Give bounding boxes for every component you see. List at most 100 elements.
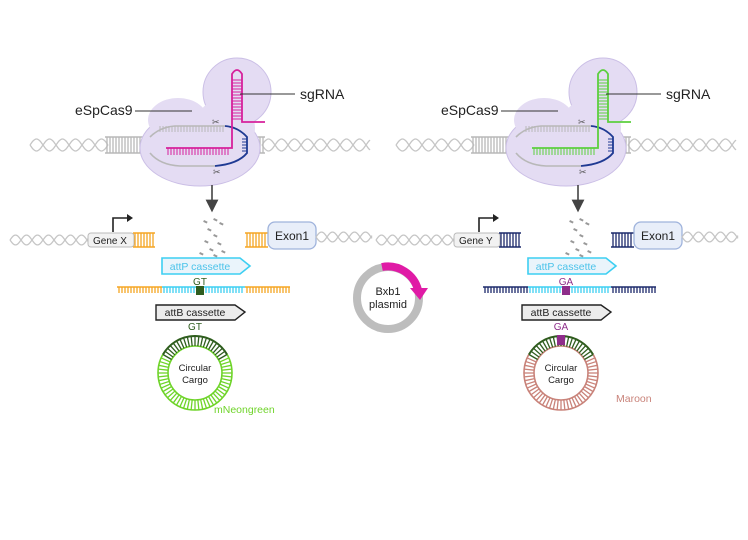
cargo-base-pair — [541, 340, 549, 350]
cargo-base-pair — [587, 364, 598, 369]
attb-cassette-arrow — [521, 304, 613, 321]
cut-end-right — [611, 232, 634, 248]
cargo-base-pair — [172, 394, 180, 404]
cargo-base-pair — [158, 375, 169, 378]
excised-fragment — [213, 234, 218, 238]
cargo-base-pair — [202, 337, 208, 348]
cargo-base-pair — [186, 399, 191, 410]
attp-flank-left — [117, 286, 162, 293]
scissors-icon: ✂ — [579, 167, 587, 177]
cargo-base-pair — [220, 360, 231, 366]
cas9-label: eSpCas9 — [441, 102, 499, 118]
excised-fragment — [199, 252, 204, 256]
dna-helix-strand — [261, 138, 371, 152]
bxb1-plasmid: Bxb1 plasmid — [353, 262, 428, 333]
cargo-base-pair — [221, 377, 232, 382]
excised-fragment — [213, 254, 218, 258]
cargo-base-pair — [528, 353, 538, 361]
cargo-base-pair — [524, 368, 535, 371]
scissors-icon: ✂ — [213, 167, 221, 177]
cargo-base-pair — [548, 398, 554, 409]
cargo-base-pair — [158, 377, 169, 382]
cargo-base-pair — [182, 398, 188, 409]
cargo-base-pair — [175, 396, 183, 406]
cargo-base-pair — [167, 390, 176, 399]
excised-fragment — [575, 248, 580, 252]
scissors-icon: ✂ — [212, 117, 220, 127]
cargo-base-pair — [563, 399, 566, 410]
cargo-attb-arc — [162, 335, 228, 356]
attp-label: attP cassette — [536, 261, 597, 273]
cut-end-left — [133, 232, 155, 248]
cargo-base-pair — [578, 392, 587, 401]
plasmid-arrowhead-icon — [410, 288, 428, 300]
central-dinucleotide-mark — [196, 286, 204, 295]
cargo-base-pair — [162, 385, 172, 393]
gene-box — [87, 232, 135, 248]
promoter-arrow-icon — [112, 217, 128, 232]
cut-end-right — [245, 232, 268, 248]
cargo-base-pair — [580, 390, 589, 399]
plasmid-label-line2: plasmid — [369, 299, 407, 311]
cargo-base-pair — [587, 368, 598, 371]
dna-helix-strand — [375, 234, 455, 246]
cargo-base-pair — [530, 350, 540, 358]
cargo-base-pair — [169, 392, 178, 401]
cargo-base-pair — [565, 399, 570, 410]
attb-label: attB cassette — [531, 307, 592, 319]
cargo-base-pair — [162, 353, 172, 361]
excised-fragment — [219, 222, 224, 226]
cargo-base-pair — [535, 345, 544, 354]
exon-label: Exon1 — [275, 229, 309, 243]
cargo-base-pair — [199, 399, 204, 410]
cargo-base-pair — [582, 350, 592, 358]
cargo-base-pair — [556, 399, 559, 410]
gene-label: Gene X — [93, 236, 127, 247]
central-dinucleotide-mark — [562, 286, 570, 295]
cargo-base-pair — [207, 396, 215, 406]
cargo-name: mNeongreen — [214, 404, 275, 416]
cargo-base-pair — [159, 380, 170, 386]
cargo-base-pair — [586, 360, 597, 366]
cargo-base-pair — [164, 388, 174, 396]
attb-cassette-arrow — [155, 304, 247, 321]
cargo-dinucleotide-mark — [557, 335, 565, 345]
cargo-base-pair — [548, 337, 554, 348]
cargo-base-pair — [221, 368, 232, 371]
attb-label: attB cassette — [165, 307, 226, 319]
cargo-base-pair — [528, 385, 538, 393]
cargo-base-pair — [205, 397, 211, 408]
cargo-base-pair — [571, 338, 577, 349]
excised-fragment — [587, 249, 592, 254]
excised-fragment — [585, 222, 590, 226]
excised-fragment — [579, 234, 584, 238]
excised-fragment — [204, 240, 209, 244]
cargo-base-pair — [190, 336, 193, 347]
cargo-base-pair — [197, 399, 200, 410]
cargo-base-pair — [538, 394, 546, 404]
cargo-base-pair — [182, 337, 188, 348]
plasmid-integrase-arc — [381, 262, 422, 292]
cas9-label: eSpCas9 — [75, 102, 133, 118]
cargo-base-pair — [585, 383, 596, 389]
dna-helix-strand — [395, 138, 475, 152]
excised-fragment — [207, 227, 212, 232]
cargo-base-pair — [530, 388, 540, 396]
cargo-base-pair — [576, 394, 584, 404]
excised-fragment — [203, 220, 208, 224]
excised-fragment — [217, 242, 222, 246]
dna-helix-strand — [375, 234, 455, 246]
cargo-base-pair — [571, 397, 577, 408]
target-strand — [515, 152, 581, 167]
attp-flank-right — [611, 286, 656, 293]
exon-label: Exon1 — [641, 229, 675, 243]
attp-cassette-arrow — [161, 257, 252, 275]
cargo-base-pair — [175, 340, 183, 350]
attp-flank-left — [483, 286, 528, 293]
cargo-base-pair — [533, 347, 542, 356]
attp-core — [528, 286, 611, 293]
cargo-base-pair — [524, 375, 535, 378]
excised-fragment — [209, 248, 214, 252]
